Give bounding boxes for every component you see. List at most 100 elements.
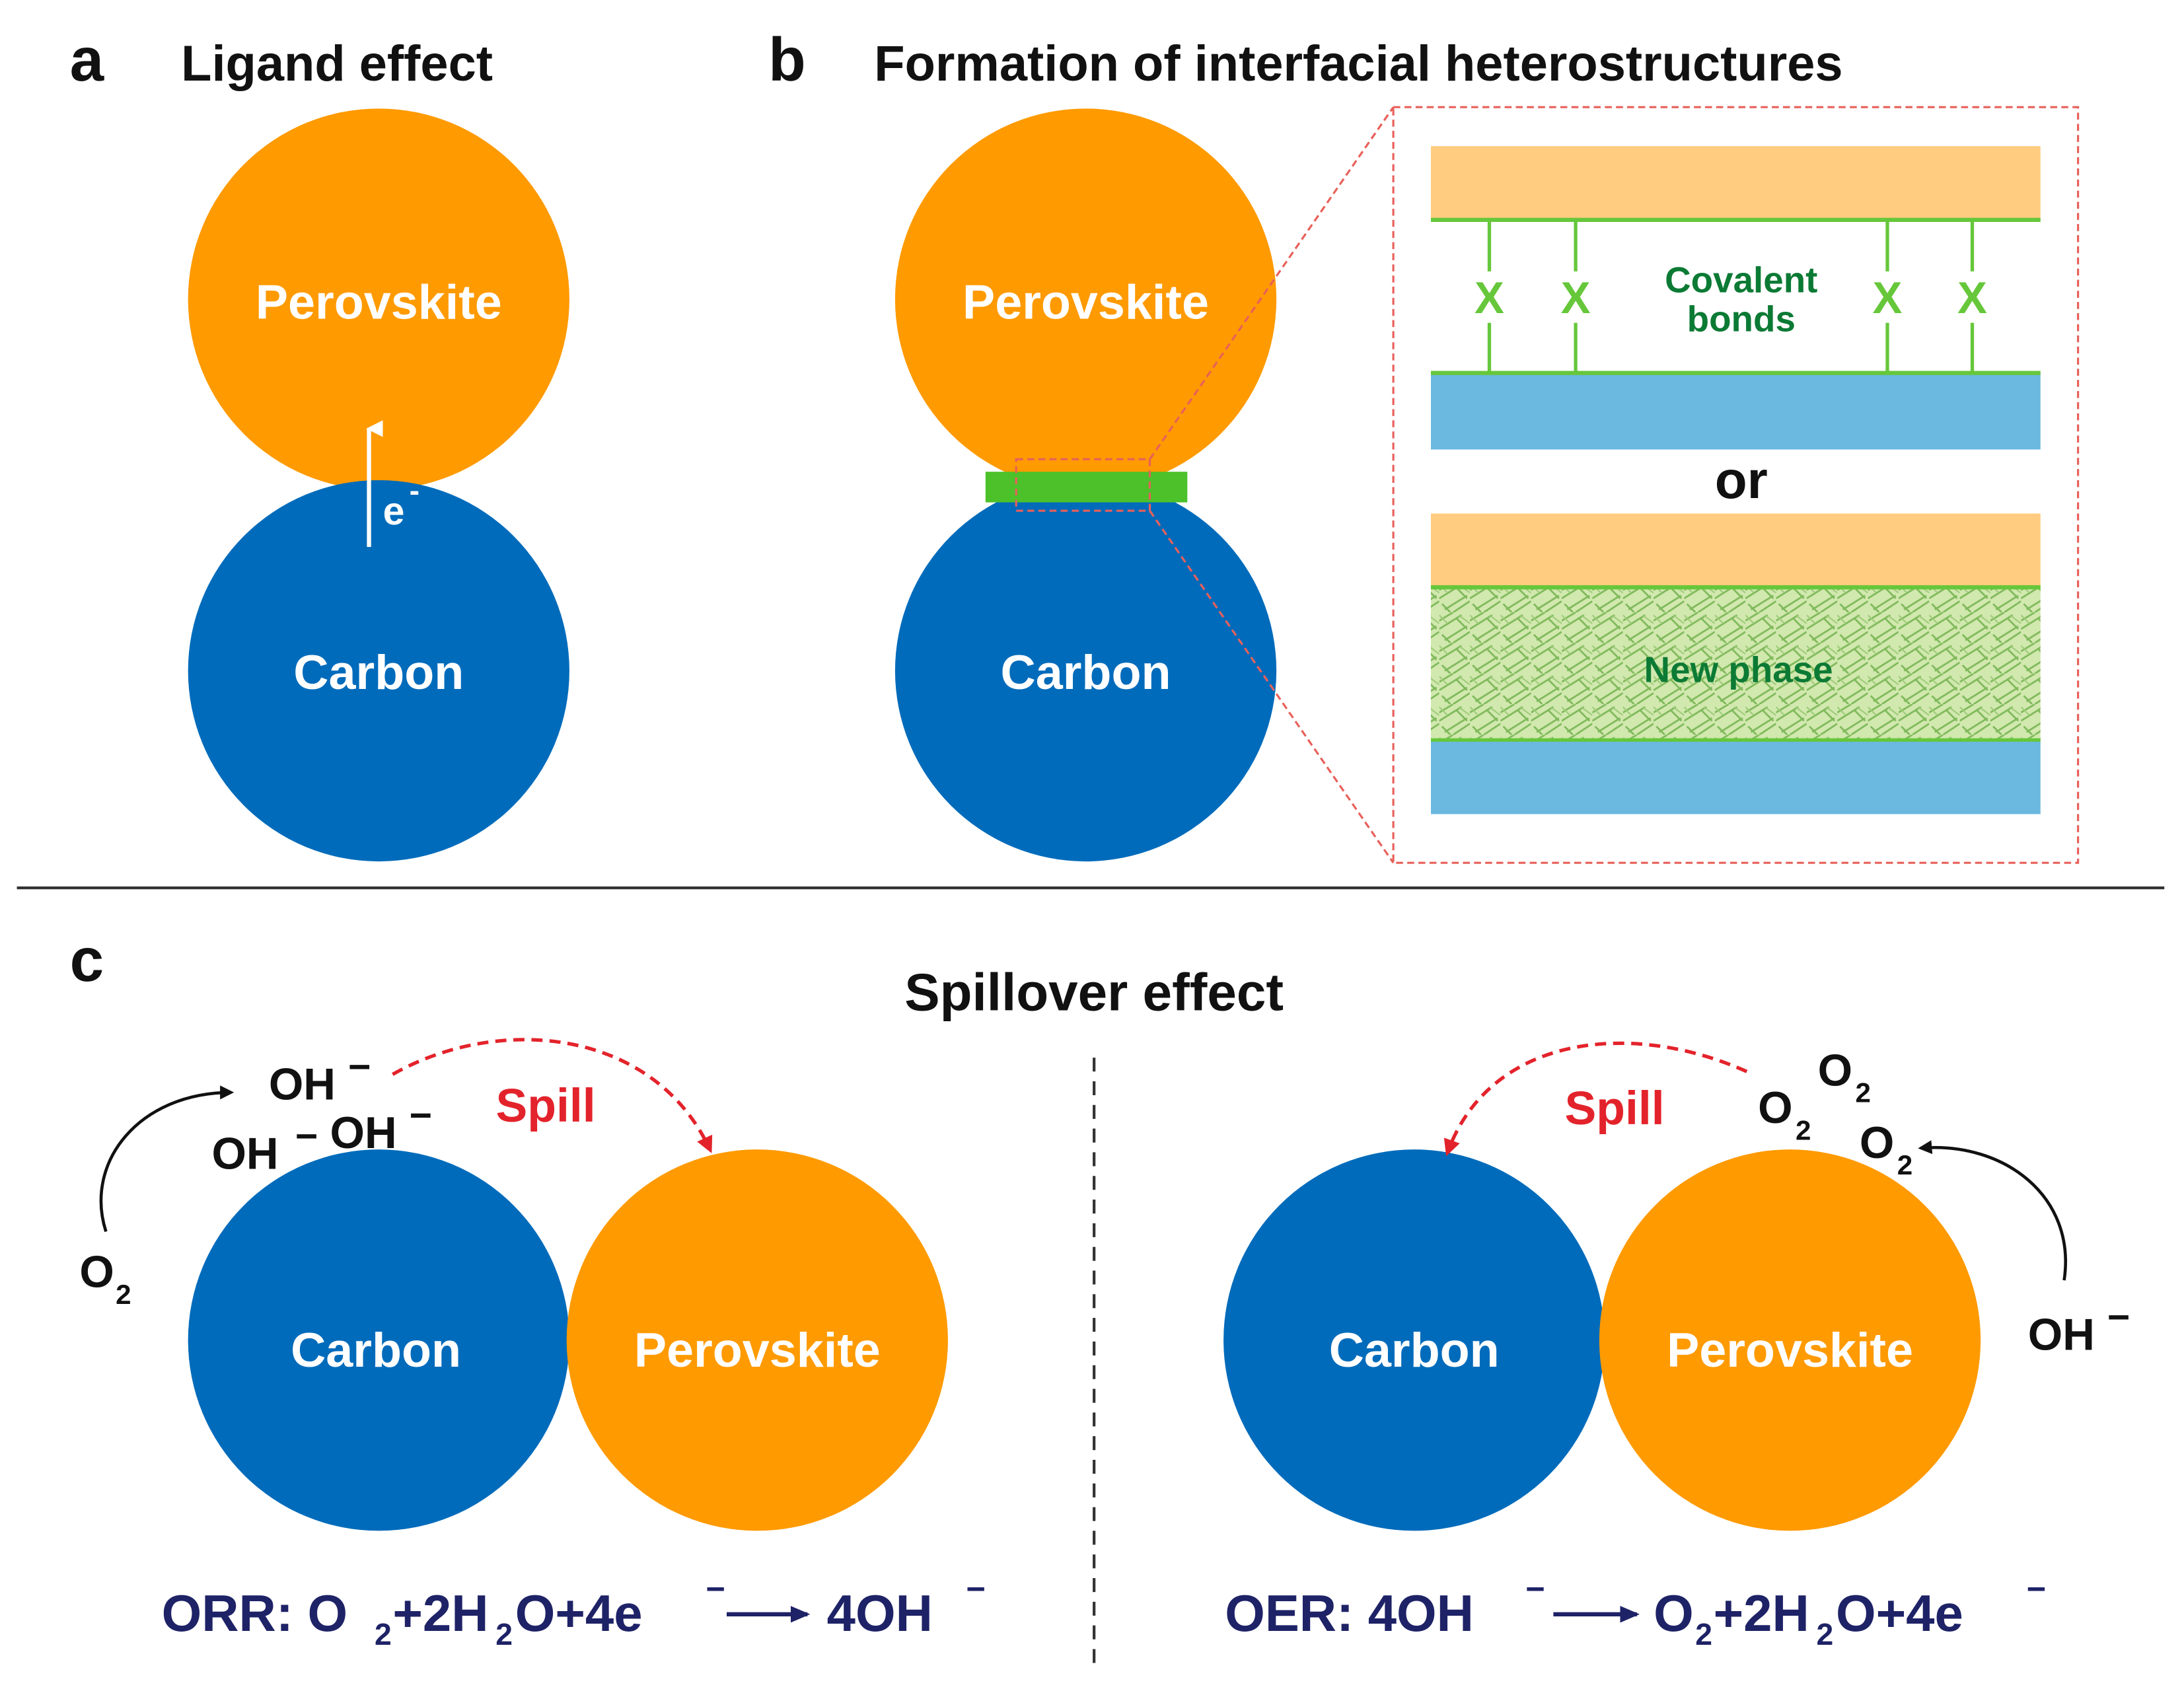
zoom-guide-top [1149, 106, 1395, 460]
svg-text:X: X [1561, 273, 1591, 323]
perovskite-slab [1430, 146, 2041, 220]
svg-text:2: 2 [1796, 1114, 1811, 1145]
svg-text:OH: OH [211, 1130, 278, 1179]
svg-text:OER: 4OH: OER: 4OH [1225, 1584, 1474, 1642]
svg-text:2: 2 [1856, 1077, 1871, 1108]
svg-text:+2H: +2H [1714, 1584, 1809, 1642]
svg-text:4OH: 4OH [827, 1584, 933, 1642]
svg-text:O: O [79, 1248, 114, 1297]
svg-text:2: 2 [1897, 1149, 1912, 1180]
panel-c: c Spillover effect Carbon Perovskite OH … [70, 925, 2130, 1663]
carbon-slab [1430, 741, 2041, 814]
panel-b-title: Formation of interfacial heterostructure… [874, 36, 1842, 92]
svg-text:X: X [1474, 273, 1504, 323]
interface-layer [985, 472, 1188, 503]
covalent-bonds-scheme: X X X X Covalent bonds [1430, 146, 2041, 450]
carbon-label: Carbon [1001, 645, 1171, 700]
hydroxide-species: OH − [330, 1095, 433, 1158]
svg-text:2: 2 [495, 1617, 513, 1651]
carbon-particle [188, 1149, 569, 1531]
bond-connector: X [1873, 219, 1903, 373]
svg-text:2: 2 [375, 1617, 392, 1651]
svg-text:X: X [1873, 273, 1903, 323]
spill-arrow [392, 1038, 713, 1153]
svg-text:−: − [295, 1115, 318, 1158]
reaction-arrow [1918, 1140, 2067, 1281]
svg-text:OH: OH [2028, 1311, 2095, 1360]
svg-text:O: O [1654, 1584, 1694, 1642]
carbon-particle [188, 480, 569, 862]
panel-c-title: Spillover effect [904, 962, 1284, 1021]
panel-a-letter: a [70, 25, 105, 94]
zoom-region-box [1015, 458, 1151, 512]
svg-text:−: − [706, 1570, 725, 1608]
svg-text:2: 2 [116, 1279, 131, 1310]
carbon-label: Carbon [1329, 1322, 1500, 1377]
svg-text:+2H: +2H [392, 1584, 488, 1642]
svg-text:2: 2 [1695, 1617, 1712, 1651]
svg-text:X: X [1957, 273, 1987, 323]
carbon-label: Carbon [293, 645, 464, 700]
zoom-inset-frame [1392, 106, 2080, 864]
perovskite-label: Perovskite [1667, 1322, 1913, 1377]
svg-text:OH: OH [269, 1060, 336, 1109]
svg-text:−: − [410, 1095, 432, 1137]
covalent-bonds-label-line2: bonds [1687, 298, 1796, 339]
panel-b: b Formation of interfacial heterostructu… [768, 25, 2080, 864]
electron-label: e [383, 490, 405, 533]
perovskite-slab [1430, 513, 2041, 588]
carbon-label: Carbon [291, 1322, 461, 1377]
hydroxide-species: OH − [211, 1115, 318, 1178]
svg-text:O+4e: O+4e [1836, 1584, 1963, 1642]
oxygen-product: O 2 [1860, 1118, 1912, 1180]
panel-a: a Ligand effect Perovskite Carbon e - [70, 25, 569, 862]
panel-a-title: Ligand effect [181, 36, 493, 92]
oer-equation: OER: 4OH − O 2 +2H 2 O+4e − [1225, 1570, 2046, 1651]
perovskite-label: Perovskite [256, 274, 502, 329]
new-phase-label: New phase [1644, 649, 1833, 690]
svg-text:O: O [1818, 1046, 1852, 1095]
spill-arrow [1443, 1041, 1748, 1157]
spill-label: Spill [496, 1079, 596, 1132]
panel-b-letter: b [768, 25, 806, 94]
orr-equation: ORR: O 2 +2H 2 O+4e − 4OH − [162, 1570, 986, 1651]
svg-text:−: − [348, 1046, 371, 1089]
perovskite-particle [894, 108, 1277, 490]
svg-text:ORR: O: ORR: O [162, 1584, 347, 1642]
carbon-particle [1223, 1149, 1605, 1531]
orr-scheme: Carbon Perovskite OH − OH − OH − O 2 [79, 1038, 986, 1651]
svg-text:O: O [1860, 1118, 1894, 1168]
new-phase-layer [1430, 587, 2041, 740]
carbon-slab [1430, 373, 2041, 450]
bond-connector: X [1474, 219, 1504, 373]
bond-connector: X [1561, 219, 1591, 373]
perovskite-particle [1599, 1149, 1981, 1531]
svg-text:O+4e: O+4e [515, 1584, 643, 1642]
bond-connector: X [1957, 219, 1987, 373]
zoom-guide-bottom [1149, 510, 1395, 864]
panel-c-letter: c [70, 925, 104, 994]
new-phase-scheme: New phase [1430, 513, 2041, 814]
carbon-particle [894, 480, 1277, 862]
covalent-bonds-label-line1: Covalent [1665, 259, 1817, 300]
perovskite-label: Perovskite [963, 274, 1209, 329]
svg-text:−: − [1525, 1570, 1545, 1608]
svg-text:2: 2 [1817, 1617, 1834, 1651]
svg-text:OH: OH [330, 1108, 397, 1158]
perovskite-label: Perovskite [634, 1322, 881, 1377]
svg-text:O: O [1758, 1083, 1792, 1133]
oxygen-reactant: O 2 [79, 1248, 131, 1310]
svg-text:−: − [966, 1570, 986, 1608]
hydroxide-reactant: OH − [2028, 1296, 2130, 1359]
oer-scheme: Carbon Perovskite O 2 O 2 O 2 OH − [1223, 1041, 2130, 1651]
svg-text:−: − [2027, 1570, 2047, 1608]
oxygen-product: O 2 [1818, 1046, 1871, 1108]
perovskite-particle [188, 108, 569, 490]
oxygen-product: O 2 [1758, 1083, 1811, 1145]
electron-charge: - [410, 473, 419, 507]
or-label: or [1715, 451, 1768, 509]
perovskite-particle [566, 1149, 948, 1531]
reaction-arrow [99, 1085, 235, 1233]
hydroxide-species: OH − [269, 1046, 371, 1109]
